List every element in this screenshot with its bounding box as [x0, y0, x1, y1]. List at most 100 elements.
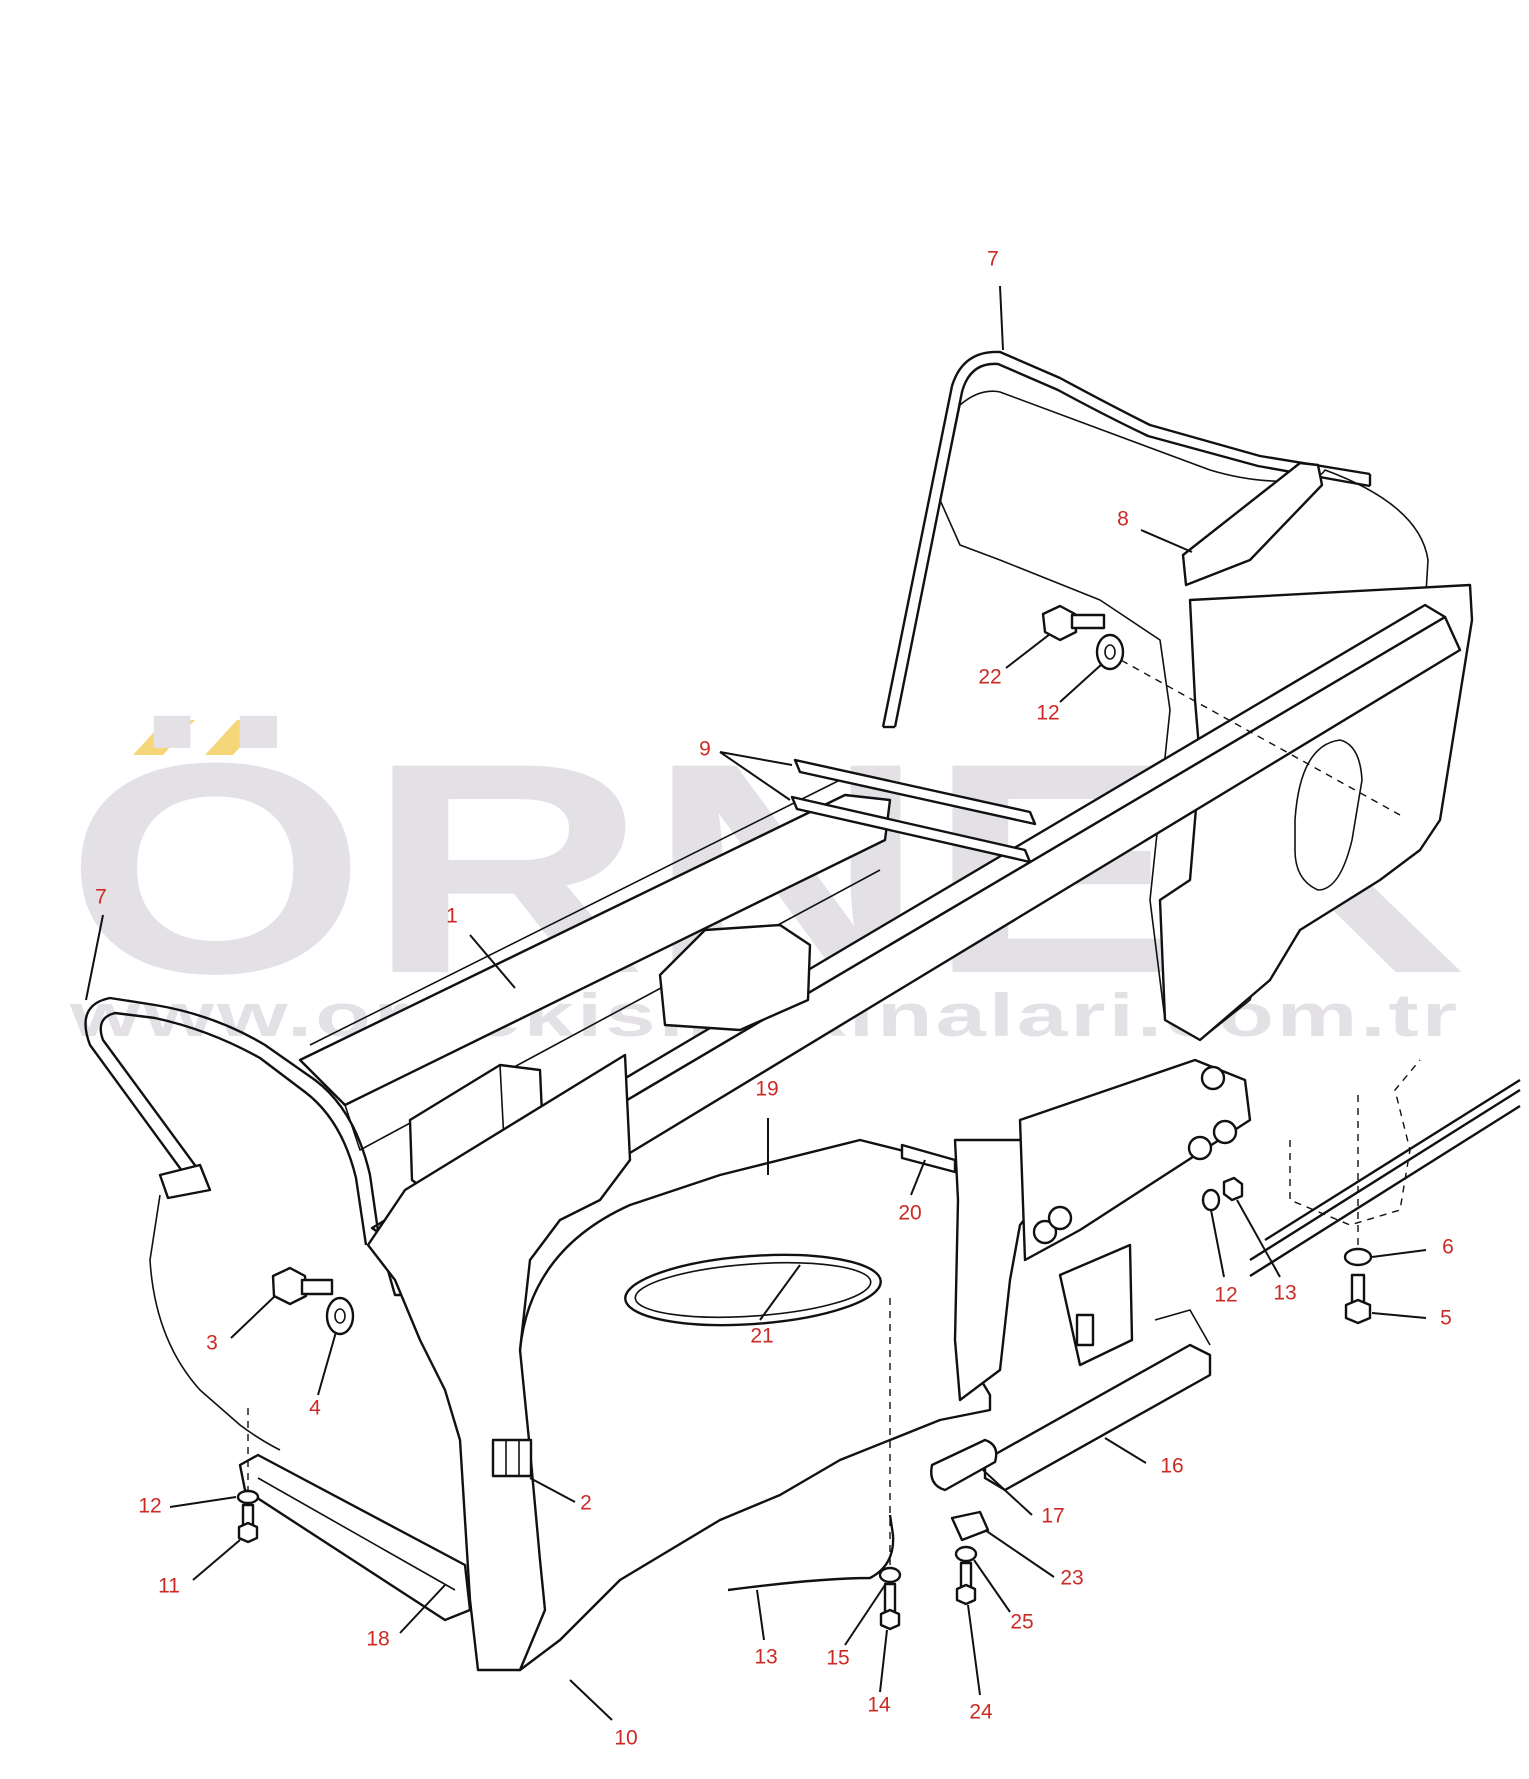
callout-3: 3: [206, 1332, 218, 1355]
part-12-washer-right: [1201, 1188, 1221, 1212]
part-23-clip: [950, 1510, 990, 1542]
callout-18: 18: [366, 1628, 389, 1651]
far-right-side-rail-3: [1264, 1078, 1521, 1242]
callout-2: 2: [580, 1492, 592, 1515]
boss-4: [1032, 1219, 1058, 1245]
leader-18: [399, 1584, 446, 1634]
fasteners: [236, 604, 1373, 1631]
part-12-washer-upper: [1095, 633, 1125, 671]
part-18-runner-inner: [257, 1477, 456, 1591]
right-upright-slot: [1294, 739, 1363, 891]
part-9-strip-upper: [793, 758, 1037, 826]
leader-16: [1104, 1437, 1147, 1464]
part-24-bolt-head: [955, 1583, 977, 1606]
leader-4: [317, 1331, 337, 1396]
leader-lines: [85, 285, 1427, 1721]
part-9-strip-lower: [790, 795, 1032, 864]
hidden-outline-right: [1289, 1059, 1421, 1226]
callout-9: 9: [699, 738, 711, 761]
callout-12-left: 12: [138, 1495, 161, 1518]
callout-19: 19: [755, 1078, 778, 1101]
part-3-bolt-shank: [300, 1278, 334, 1296]
far-right-side-rail-2: [1249, 1104, 1521, 1278]
part-7-left-rollbar-clip: [158, 1163, 212, 1200]
leader-9a: [719, 751, 793, 766]
leader-9b: [719, 751, 791, 801]
callout-25: 25: [1010, 1611, 1033, 1634]
alignment-line-12-upper: [1109, 653, 1401, 816]
leader-17: [982, 1469, 1033, 1516]
callout-4: 4: [309, 1397, 321, 1420]
watermark-accent-mark-left: [133, 720, 195, 755]
callout-7-left: 7: [95, 886, 107, 909]
leader-10: [569, 1679, 613, 1721]
callout-1: 1: [446, 905, 458, 928]
leader-7b: [85, 914, 104, 1001]
leader-22: [1005, 633, 1051, 669]
boss-3: [1187, 1135, 1213, 1161]
callout-12-upper: 12: [1036, 702, 1059, 725]
part-25-washer: [954, 1545, 978, 1563]
callout-13-right: 13: [1273, 1282, 1296, 1305]
frame-line-art: [84, 350, 1521, 1672]
boss-1: [1200, 1065, 1226, 1091]
leader-20: [910, 1159, 926, 1196]
left-front-upright: [366, 1053, 632, 1672]
far-right-side-rail: [1249, 1088, 1521, 1262]
leader-11: [192, 1539, 241, 1581]
part-5-bolt-head: [1344, 1298, 1372, 1325]
callout-22: 22: [978, 666, 1001, 689]
callout-20: 20: [898, 1202, 921, 1225]
leader-2: [529, 1477, 576, 1503]
part-14-bolt-head: [879, 1608, 901, 1631]
callout-5: 5: [1440, 1307, 1452, 1330]
callout-23: 23: [1060, 1567, 1083, 1590]
callout-17: 17: [1041, 1505, 1064, 1528]
leader-1: [469, 934, 516, 989]
left-side-plate: [149, 1194, 281, 1451]
control-box: [1058, 1243, 1134, 1367]
leader-13a: [1236, 1199, 1281, 1278]
leader-21: [759, 1264, 801, 1321]
part-20-clip: [900, 1143, 957, 1174]
leader-7a: [999, 285, 1004, 351]
leader-25: [973, 1559, 1011, 1613]
leader-6: [1371, 1249, 1427, 1258]
part-4-washer: [325, 1296, 355, 1336]
callout-6: 6: [1442, 1236, 1454, 1259]
leader-24: [967, 1604, 981, 1696]
part-15-washer: [878, 1566, 902, 1584]
part-7-left-rollbar-inner: [99, 1011, 368, 1246]
part-7-left-rollbar: [84, 996, 382, 1246]
boss-5: [1047, 1205, 1073, 1231]
leader-12a: [1059, 663, 1103, 703]
callout-13-bottom: 13: [754, 1646, 777, 1669]
callout-8: 8: [1117, 508, 1129, 531]
part-22-bolt-head: [1041, 604, 1078, 642]
leader-14: [879, 1629, 888, 1693]
part-16-rail-tab: [1154, 1309, 1211, 1346]
leader-5: [1371, 1312, 1427, 1319]
callout-15: 15: [826, 1647, 849, 1670]
part-13-curved-lip: [727, 1514, 895, 1592]
callout-16: 16: [1160, 1455, 1183, 1478]
callout-11: 11: [158, 1575, 180, 1598]
callout-24: 24: [969, 1701, 993, 1724]
part-6-washer: [1343, 1247, 1373, 1267]
part-16-rail: [983, 1343, 1212, 1492]
part-13-bolt-right: [1222, 1176, 1244, 1202]
part-1-left-channel-top: [309, 779, 841, 1046]
leader-15: [844, 1584, 886, 1646]
part-21-oval-inner: [634, 1261, 872, 1319]
leader-23: [984, 1529, 1055, 1578]
leader-12b: [1210, 1209, 1225, 1278]
boss-2: [1212, 1119, 1238, 1145]
part-7-upper-rollbar: [881, 350, 1371, 728]
callout-14: 14: [867, 1694, 891, 1717]
leader-12c: [169, 1496, 237, 1508]
control-box-switch: [1075, 1313, 1095, 1347]
part-7-upper-rollbar-inner: [893, 362, 1371, 728]
callout-21: 21: [750, 1325, 773, 1348]
part-17-tube: [930, 1438, 998, 1492]
